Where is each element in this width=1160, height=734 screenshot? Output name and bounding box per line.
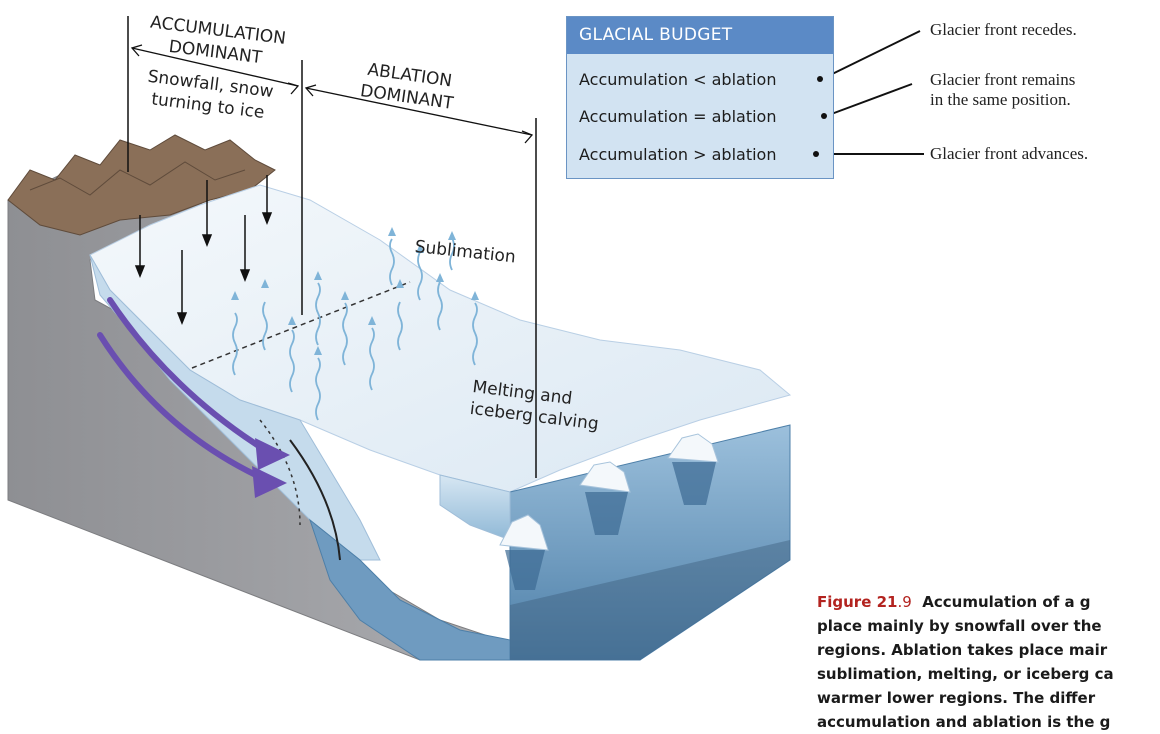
- budget-row-advances: Accumulation > ablation: [579, 145, 777, 164]
- connector-dot: [813, 151, 819, 157]
- figure-number: .9: [897, 593, 912, 611]
- budget-connectors: [818, 30, 924, 155]
- figure-caption: Figure 21.9 Accumulation of a g place ma…: [817, 593, 1114, 731]
- snowfall-arrows: [134, 175, 273, 326]
- sea-block: [509, 424, 791, 661]
- equilibrium-line: [191, 281, 411, 369]
- ice-flow-arrows: [97, 297, 268, 481]
- glacial-budget-table: GLACIAL BUDGET Accumulation < ablation A…: [566, 16, 834, 179]
- glacial-budget-figure: ACCUMULATION DOMINANT Snowfall, snow tur…: [7, 12, 1114, 731]
- vapor-arrows: [232, 237, 478, 421]
- glacier-block-diagram: [7, 16, 924, 661]
- mountain-peaks: [7, 134, 276, 236]
- connector-dot: [817, 76, 823, 82]
- budget-row-equal: Accumulation = ablation: [579, 107, 777, 126]
- outcome-same-position: Glacier front remains in the same positi…: [930, 70, 1076, 109]
- outcome-recedes: Glacier front recedes.: [930, 20, 1077, 39]
- zone-extent-arrows: [130, 44, 534, 144]
- budget-title: GLACIAL BUDGET: [567, 17, 833, 54]
- icebergs: [499, 433, 719, 590]
- outcome-advances: Glacier front advances.: [930, 144, 1089, 163]
- budget-row-recedes: Accumulation < ablation: [579, 70, 777, 89]
- connector-dot: [821, 113, 827, 119]
- figure-label: Figure 21: [817, 593, 898, 611]
